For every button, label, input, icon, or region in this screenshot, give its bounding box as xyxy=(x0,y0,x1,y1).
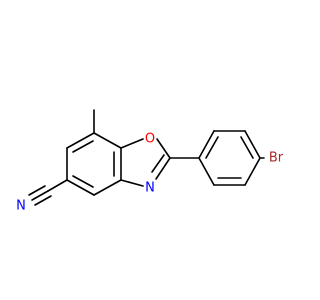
atom-bromine: Br xyxy=(269,151,284,166)
bond-c2-n3-inner xyxy=(151,154,165,173)
atom-nitrogen-ring: N xyxy=(145,181,155,196)
bond-c6-c7 xyxy=(66,132,95,149)
bond-c7a-o xyxy=(120,138,144,149)
bond-cn-triple-1 xyxy=(31,190,49,201)
atom-oxygen: O xyxy=(145,132,155,147)
bond-ar3-ar4 xyxy=(244,130,261,159)
bond-n3-c3a xyxy=(120,179,144,187)
bond-group xyxy=(28,109,265,206)
bond-c7-c7a xyxy=(93,132,122,149)
bond-ar6-ar1 xyxy=(198,157,215,186)
atom-nitrogen-nitrile: N xyxy=(16,199,26,214)
bond-c4-c5 xyxy=(66,179,95,196)
bond-ar4-ar5 xyxy=(244,157,261,186)
bond-ar1-ar2-inner xyxy=(205,136,219,159)
bond-o-c2 xyxy=(156,138,171,159)
bond-c2-n3 xyxy=(155,157,171,180)
molecule-canvas: O N N Br xyxy=(16,109,284,214)
bond-cn-triple-2 xyxy=(28,185,46,196)
bond-c4-c5-inner xyxy=(72,175,94,188)
bond-c5-cn xyxy=(47,179,68,192)
structure-diagram: O N N Br xyxy=(16,109,284,214)
bond-ar1-ar2 xyxy=(198,130,215,159)
bond-cn-triple-3 xyxy=(34,195,52,206)
bond-c3a-c4 xyxy=(93,179,122,196)
bond-c6-c7-inner xyxy=(72,140,94,153)
bond-ar3-ar4-inner xyxy=(240,136,254,159)
